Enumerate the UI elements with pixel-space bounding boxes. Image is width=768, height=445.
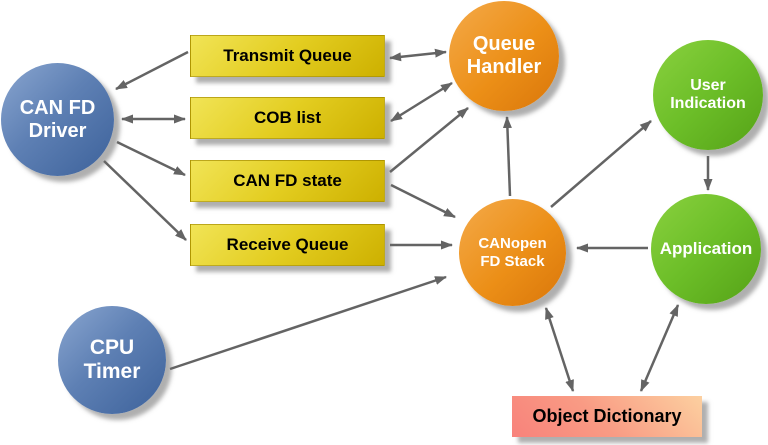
arrow-can_fd_driver-to-receive_queue bbox=[103, 160, 187, 241]
node-canopen-fd-stack-label: CANopen FD Stack bbox=[478, 235, 547, 270]
node-receive-queue-label: Receive Queue bbox=[226, 235, 349, 255]
node-can-fd-state-label: CAN FD state bbox=[233, 171, 342, 191]
node-application-label: Application bbox=[659, 239, 753, 259]
arrow-cob_list-to-queue_handler bbox=[390, 81, 453, 123]
arrow-cpu_timer-to-canopen_fd_stack bbox=[169, 275, 447, 371]
arrow-can_fd_driver-to-can_fd_state bbox=[116, 140, 186, 177]
node-cob-list: COB list bbox=[190, 97, 385, 139]
node-can-fd-state: CAN FD state bbox=[190, 160, 385, 202]
node-user-indication-label: User Indication bbox=[670, 76, 746, 112]
node-cob-list-label: COB list bbox=[253, 108, 322, 128]
arrow-can_fd_state-to-queue_handler bbox=[389, 107, 469, 173]
arrow-can_fd_state-to-canopen_fd_stack bbox=[390, 183, 456, 219]
arrow-transmit_queue-to-queue_handler bbox=[389, 48, 447, 62]
arrow-transmit_queue-to-can_fd_driver bbox=[115, 50, 189, 91]
node-transmit-queue: Transmit Queue bbox=[190, 35, 385, 77]
node-can-fd-driver: CAN FD Driver bbox=[1, 63, 114, 176]
arrow-canopen_fd_stack-to-user_indication bbox=[550, 120, 652, 208]
node-transmit-queue-label: Transmit Queue bbox=[223, 46, 352, 66]
arrow-canopen_fd_stack-to-object_dictionary bbox=[544, 307, 575, 392]
node-canopen-fd-stack: CANopen FD Stack bbox=[459, 199, 566, 306]
node-queue-handler-label: Queue Handler bbox=[466, 33, 542, 78]
node-receive-queue: Receive Queue bbox=[190, 224, 385, 266]
node-cpu-timer-label: CPU Timer bbox=[83, 335, 141, 383]
arrow-application-to-object_dictionary bbox=[639, 304, 680, 392]
node-queue-handler: Queue Handler bbox=[449, 1, 559, 111]
node-can-fd-driver-label: CAN FD Driver bbox=[19, 96, 96, 142]
node-application: Application bbox=[651, 194, 761, 304]
node-user-indication: User Indication bbox=[653, 40, 763, 150]
node-object-dictionary: Object Dictionary bbox=[512, 396, 702, 437]
node-object-dictionary-label: Object Dictionary bbox=[532, 406, 682, 427]
node-cpu-timer: CPU Timer bbox=[58, 306, 166, 414]
arrow-canopen_fd_stack-to-queue_handler bbox=[502, 116, 512, 197]
